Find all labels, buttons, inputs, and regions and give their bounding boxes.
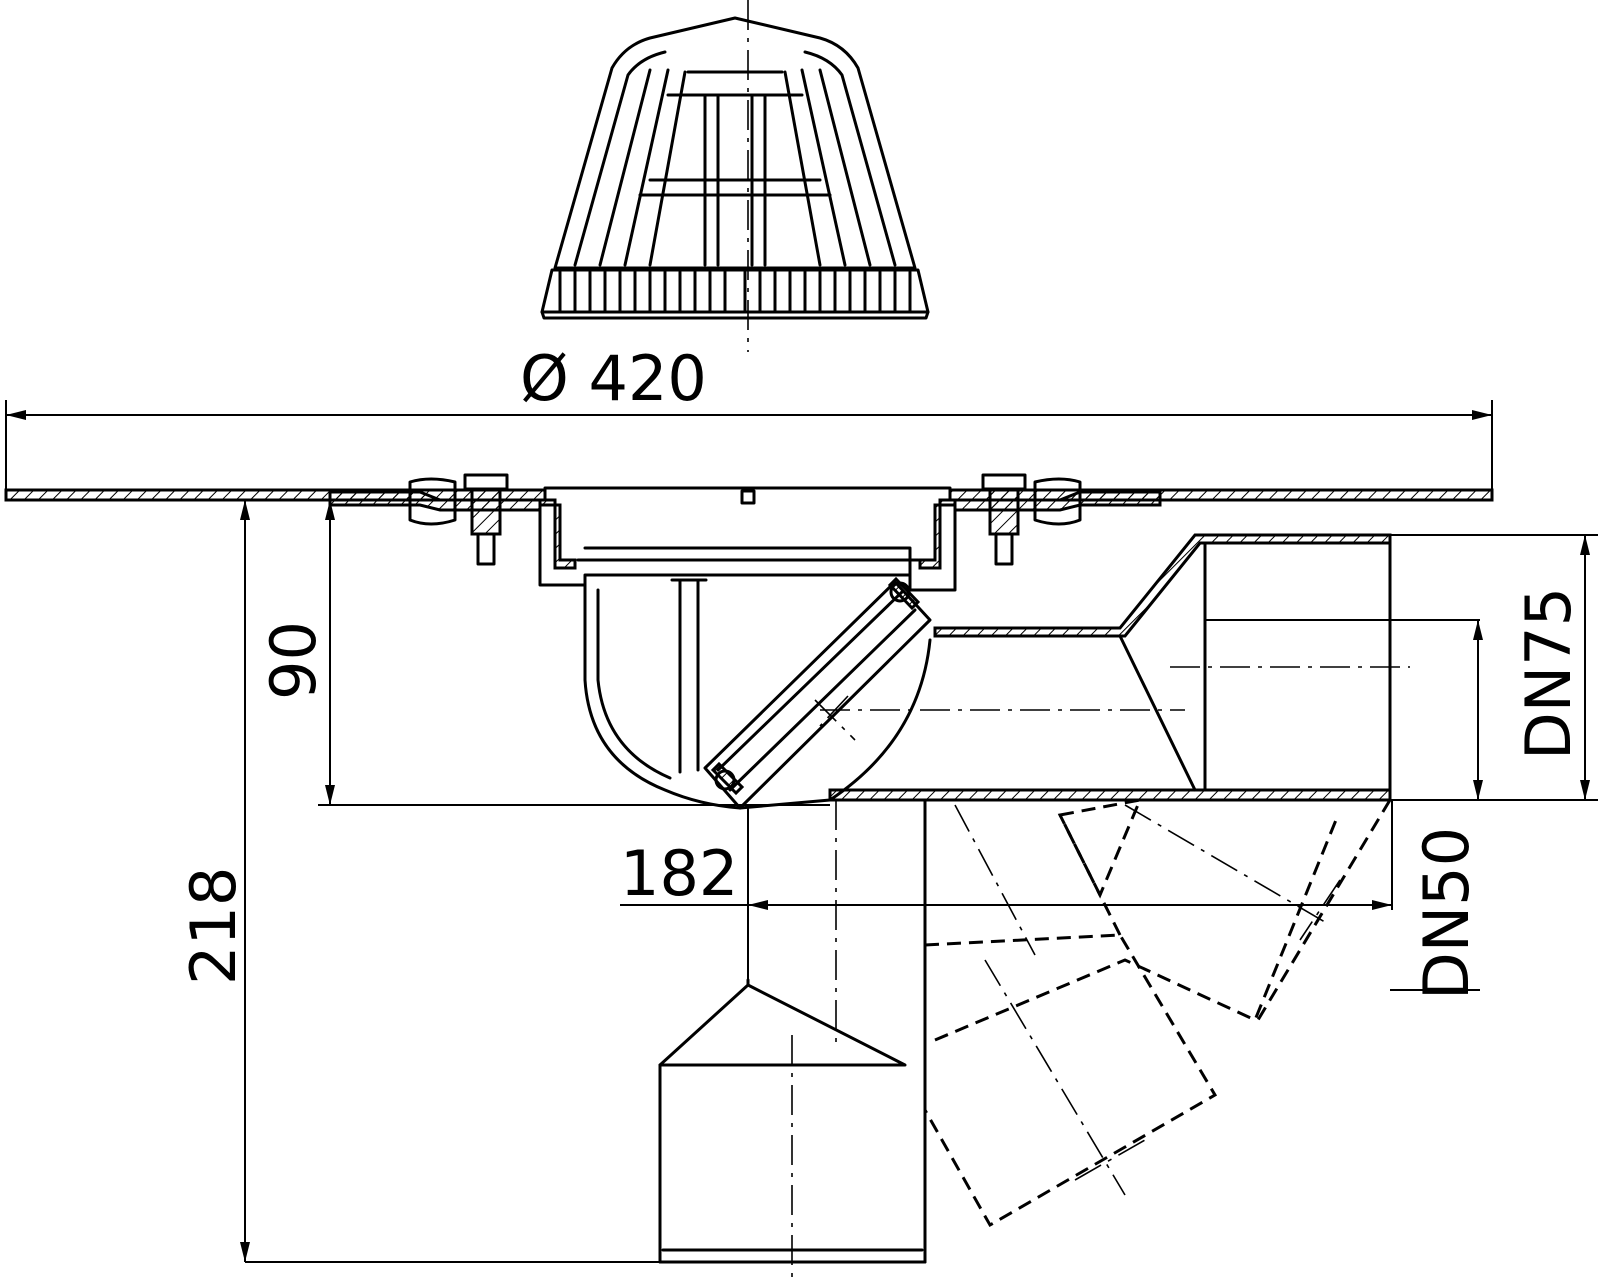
flange-plate — [4, 473, 1494, 566]
outlet-diameter-dimensions: DN75 DN50 — [1205, 534, 1598, 1000]
diameter-dimension: Ø 420 — [5, 342, 1493, 490]
dn50-label: DN50 — [1410, 827, 1483, 1000]
axis-offset-dimension: 182 — [620, 800, 1393, 980]
drain-body — [538, 498, 957, 810]
dim-182-label: 182 — [620, 837, 738, 910]
alternative-outlet-positions — [923, 798, 1392, 1228]
leaf-guard-dome — [540, 16, 930, 320]
vertical-outlet — [658, 798, 927, 1279]
dim-218-label: 218 — [177, 867, 250, 985]
outlet-pipe — [820, 533, 1410, 802]
dim-90-label: 90 — [257, 621, 330, 700]
height-dimensions: 90 218 — [177, 500, 830, 1263]
diameter-label: Ø 420 — [520, 342, 707, 415]
dn75-label: DN75 — [1512, 587, 1585, 760]
